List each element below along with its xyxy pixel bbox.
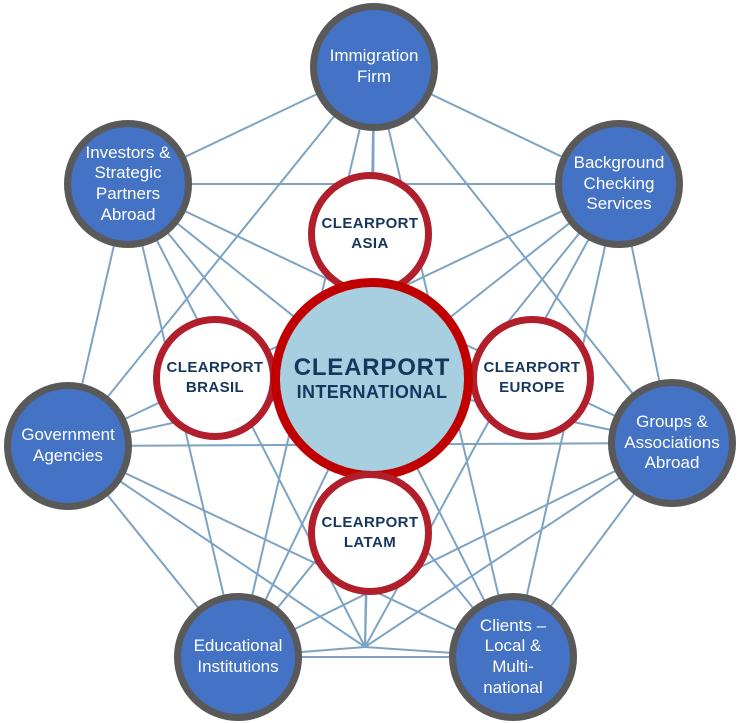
- node-label: CLEARPORT LATAM: [321, 513, 419, 551]
- node-label: Clients – Local & Multi- national: [479, 615, 547, 697]
- node-clearport-asia: CLEARPORT ASIA: [308, 172, 432, 296]
- connector-line: [67, 66, 375, 447]
- node-label: Immigration Firm: [329, 46, 419, 86]
- node-immigration-firm: Immigration Firm: [310, 3, 438, 131]
- node-label: Government Agencies: [21, 425, 115, 465]
- node-clearport-europe: CLEARPORT EUROPE: [470, 316, 594, 440]
- node-label: Investors & Strategic Partners Abroad: [85, 142, 171, 224]
- node-label: Groups & Associations Abroad: [624, 411, 720, 473]
- node-investors-strategic-partners: Investors & Strategic Partners Abroad: [64, 120, 192, 248]
- node-label: CLEARPORT ASIA: [321, 214, 419, 252]
- node-clearport-latam: CLEARPORT LATAM: [308, 471, 432, 595]
- connector-line: [373, 66, 673, 444]
- node-clearport-brasil: CLEARPORT BRASIL: [153, 316, 277, 440]
- hub-title: CLEARPORT: [293, 354, 451, 382]
- node-label: CLEARPORT EUROPE: [483, 358, 581, 396]
- node-label: CLEARPORT BRASIL: [166, 358, 264, 396]
- node-government-agencies: Government Agencies: [4, 382, 132, 510]
- node-clients-local-multinational: Clients – Local & Multi- national: [449, 593, 577, 721]
- node-label: Educational Institutions: [193, 636, 283, 676]
- node-educational-institutions: Educational Institutions: [174, 593, 302, 721]
- connector-line: [67, 445, 514, 658]
- node-groups-associations-abroad: Groups & Associations Abroad: [608, 379, 736, 507]
- node-clearport-international: CLEARPORT INTERNATIONAL: [271, 278, 473, 480]
- node-background-checking-services: Background Checking Services: [555, 120, 683, 248]
- hub-subtitle: INTERNATIONAL: [296, 382, 448, 402]
- node-label: Background Checking Services: [573, 152, 665, 214]
- connector-line: [237, 442, 673, 658]
